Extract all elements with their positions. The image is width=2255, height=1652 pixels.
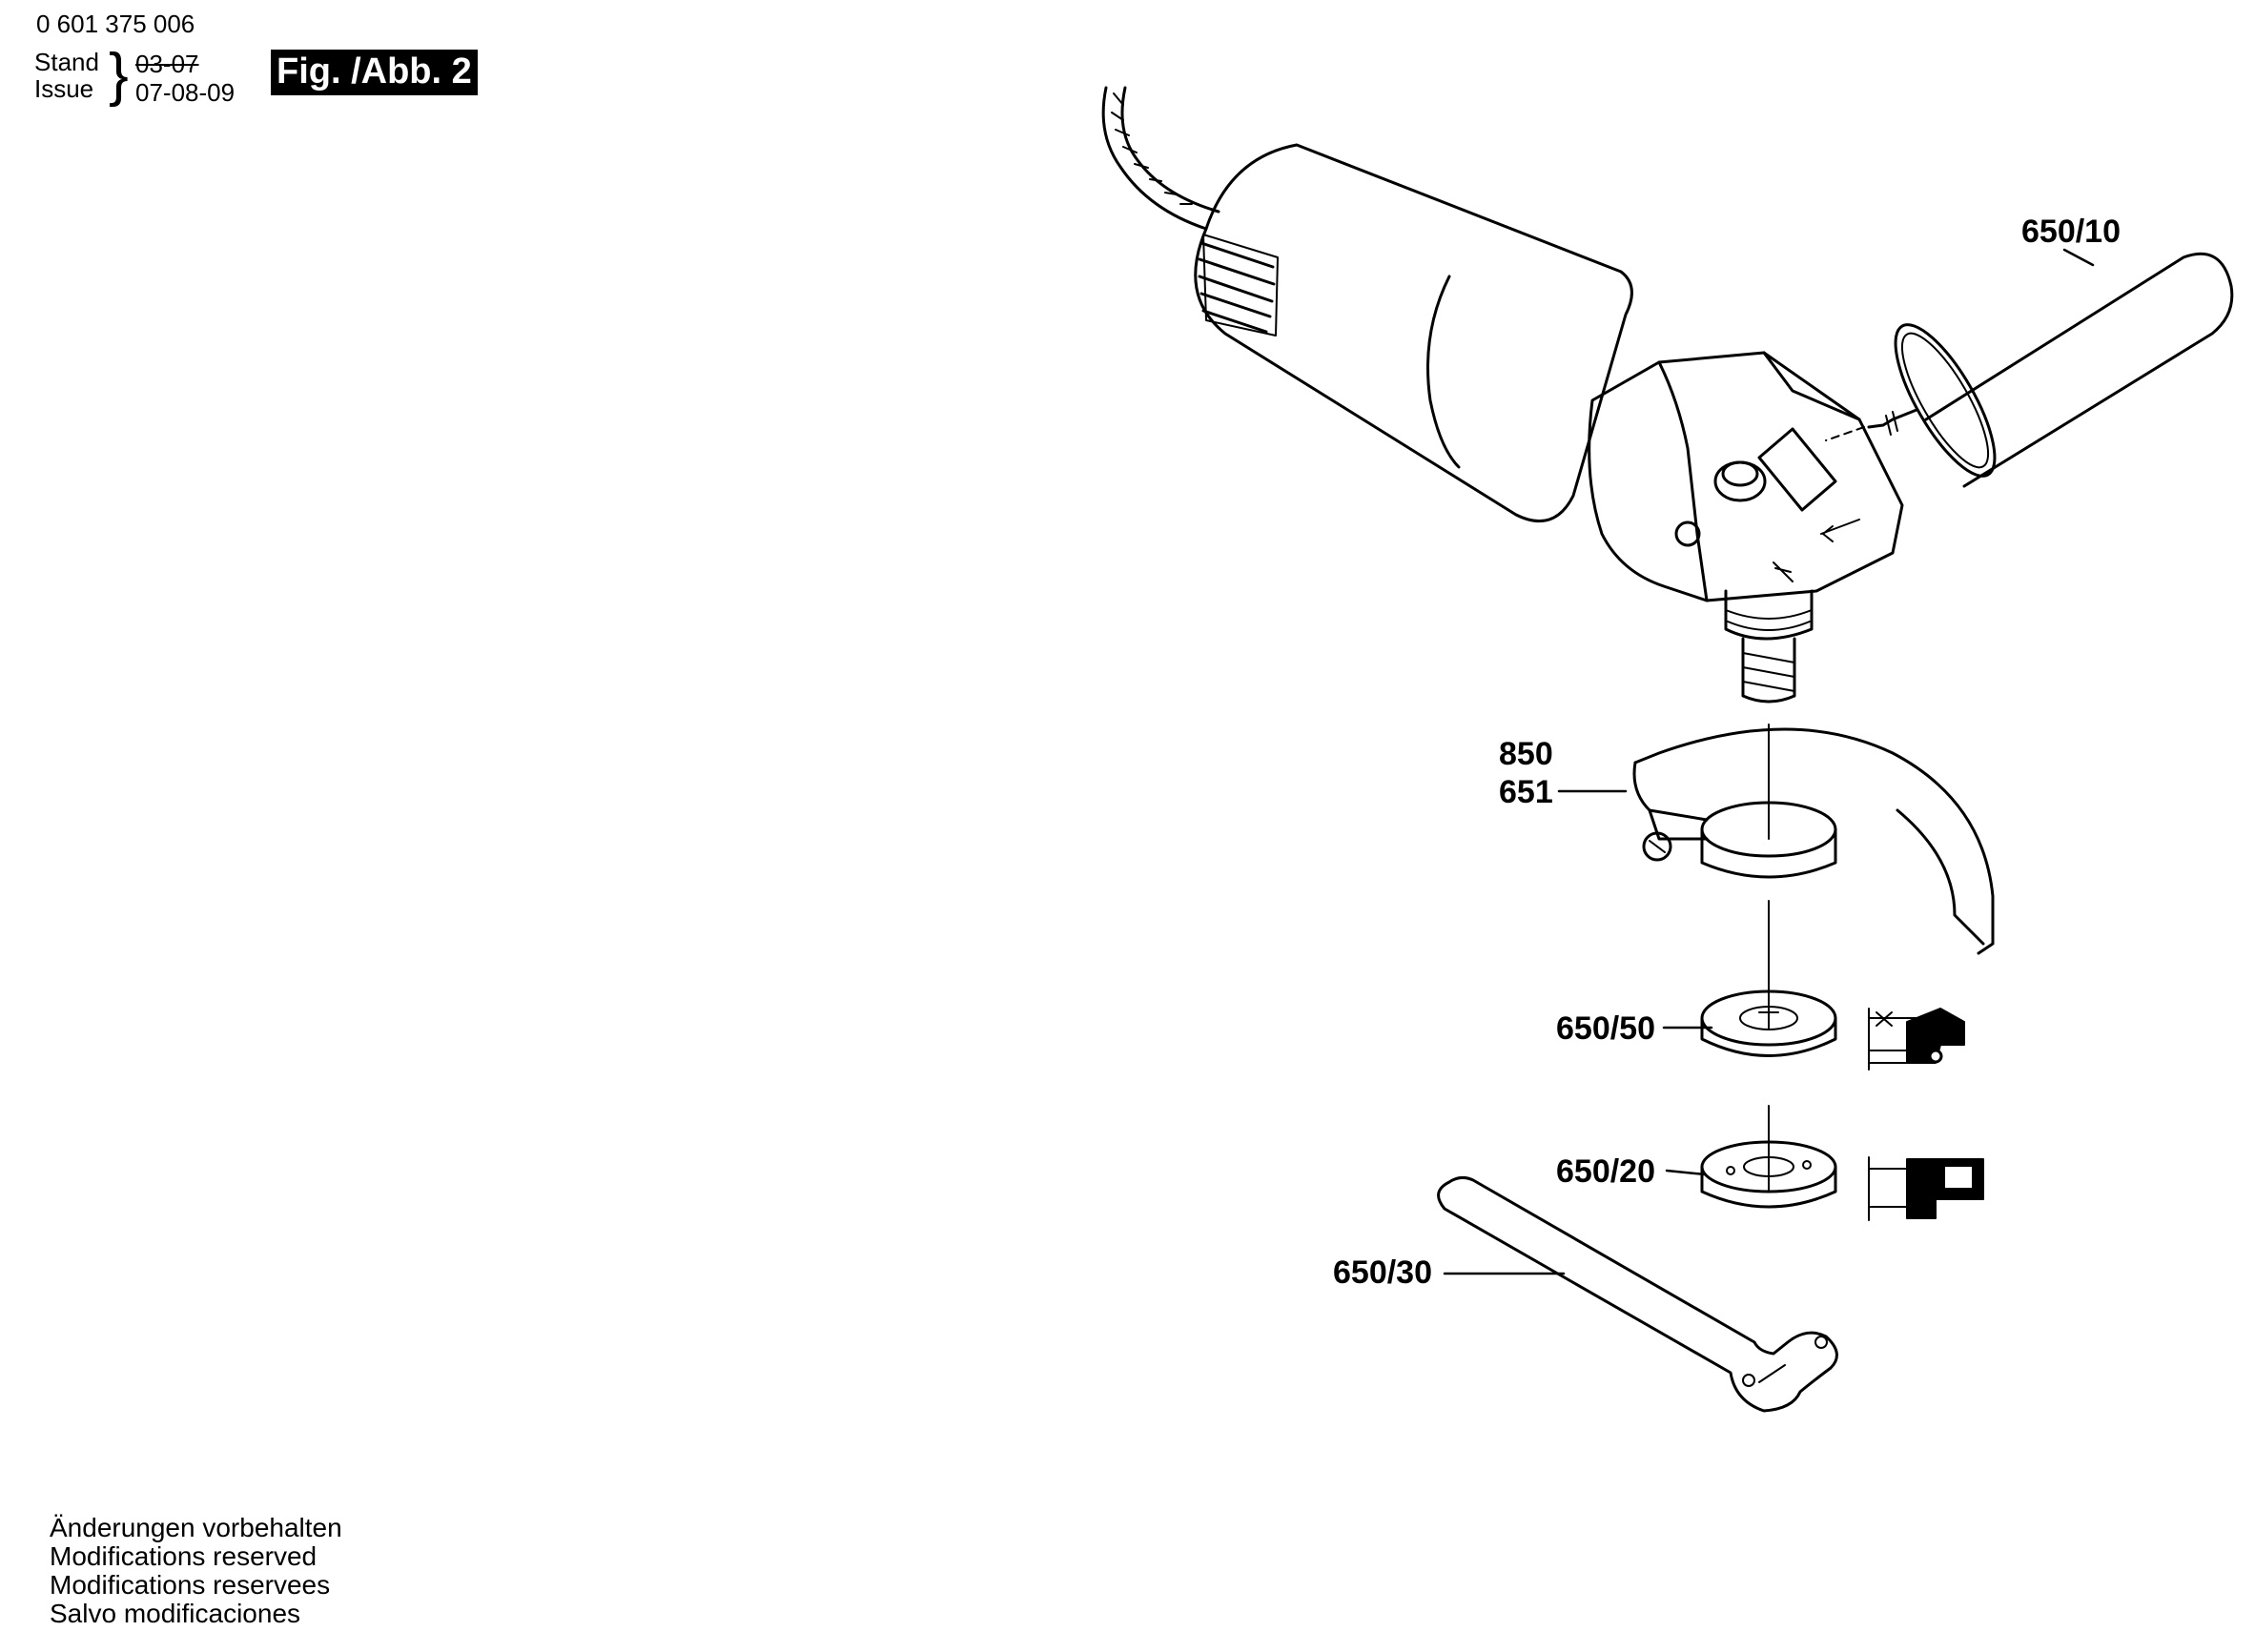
old-date: 03-07 [135, 50, 199, 78]
auxiliary-handle [1825, 252, 2234, 488]
footer-line-en: Modifications reserved [50, 1541, 318, 1571]
mounting-flange [1700, 989, 1965, 1071]
modifications-notice: Änderungen vorbehalten Modifications res… [50, 1514, 342, 1628]
callout-650-10: 650/10 [2021, 214, 2121, 250]
brace-icon: } [109, 42, 129, 108]
figure-badge: Fig. /Abb. 2 [271, 50, 478, 95]
issue-label: Issue [34, 74, 94, 103]
clamping-nut [1700, 1140, 1984, 1221]
part-number: 0 601 375 006 [36, 10, 195, 38]
spanner-wrench [1437, 1175, 1838, 1413]
issue-date: 07-08-09 [135, 78, 236, 107]
callout-650-30: 650/30 [1333, 1254, 1432, 1291]
gear-head [1588, 351, 1904, 704]
callout-650-20: 650/20 [1556, 1153, 1655, 1190]
footer-line-fr: Modifications reservees [50, 1570, 331, 1600]
footer-line-es: Salvo modificaciones [50, 1599, 301, 1628]
motor-housing [1194, 143, 1633, 523]
footer-line-de: Änderungen vorbehalten [50, 1513, 342, 1542]
power-cord [1101, 86, 1220, 231]
leader-lines [1443, 248, 2095, 1275]
callout-651: 651 [1499, 774, 1553, 810]
stand-label: Stand [34, 48, 99, 76]
callout-650-50: 650/50 [1556, 1010, 1655, 1047]
callout-850: 850 [1499, 736, 1553, 772]
wheel-guard [1632, 727, 1995, 955]
